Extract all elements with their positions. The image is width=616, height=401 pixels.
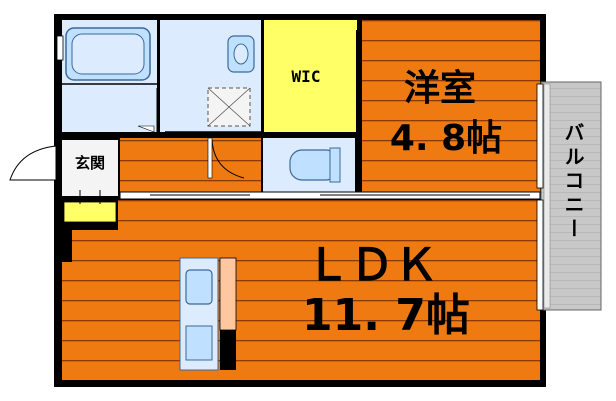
ldk-name: ＬＤＫ xyxy=(306,240,438,291)
walk-in-closet xyxy=(264,20,357,132)
entrance-door xyxy=(9,145,57,181)
counter-side xyxy=(219,257,237,331)
western-room xyxy=(362,20,540,192)
kitchen-stove xyxy=(185,325,213,361)
shoe-box xyxy=(63,201,117,223)
ldk-size: 11. 7帖 xyxy=(302,290,470,341)
western-room-name: 洋室 xyxy=(404,68,476,109)
balcony-label: バルコニー xyxy=(561,122,585,242)
entrance xyxy=(62,140,118,196)
kitchen-sink xyxy=(185,269,213,305)
balcony-area xyxy=(540,81,602,311)
western-room-size: 4. 8帖 xyxy=(390,118,502,159)
entrance-label: 玄関 xyxy=(75,154,105,172)
wic-label: WIC xyxy=(292,67,321,86)
